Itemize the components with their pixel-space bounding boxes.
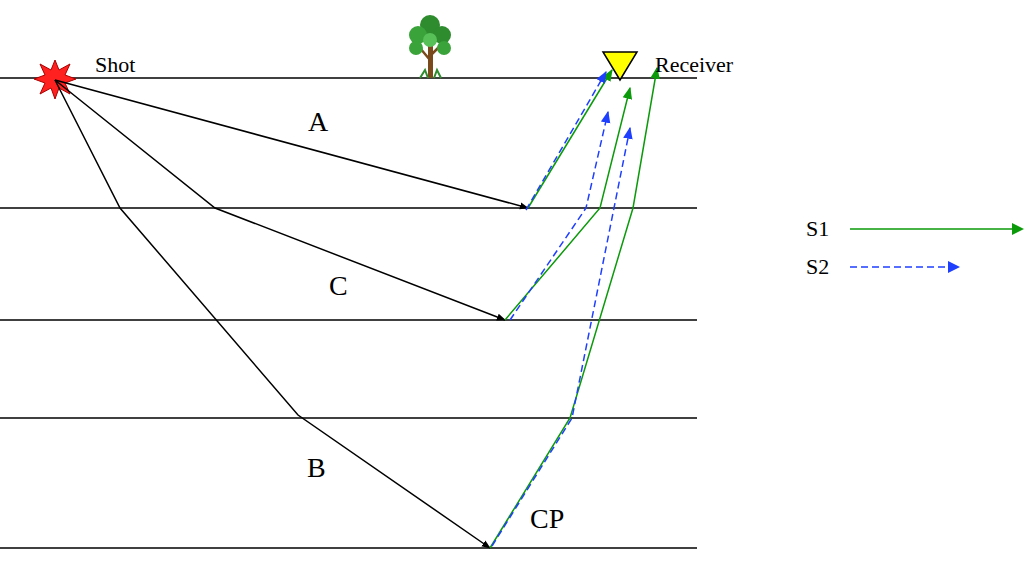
s2-rays bbox=[492, 72, 630, 546]
ray-label: B bbox=[307, 452, 326, 484]
ray-label: C bbox=[329, 270, 348, 302]
legend-text: S2 bbox=[806, 254, 829, 279]
shot-label: Shot bbox=[95, 52, 135, 77]
shot-star bbox=[34, 60, 76, 99]
legend-text: S1 bbox=[806, 216, 829, 241]
tree-icon bbox=[409, 15, 451, 78]
incident-rays bbox=[55, 80, 528, 548]
legend-sample bbox=[0, 257, 1029, 277]
s1-rays bbox=[490, 68, 657, 548]
legend-sample bbox=[0, 219, 1029, 239]
common-point-label: CP bbox=[530, 503, 564, 535]
receiver-label: Receiver bbox=[655, 52, 733, 77]
layer-boundaries bbox=[0, 78, 697, 548]
ray-label: A bbox=[308, 106, 328, 138]
